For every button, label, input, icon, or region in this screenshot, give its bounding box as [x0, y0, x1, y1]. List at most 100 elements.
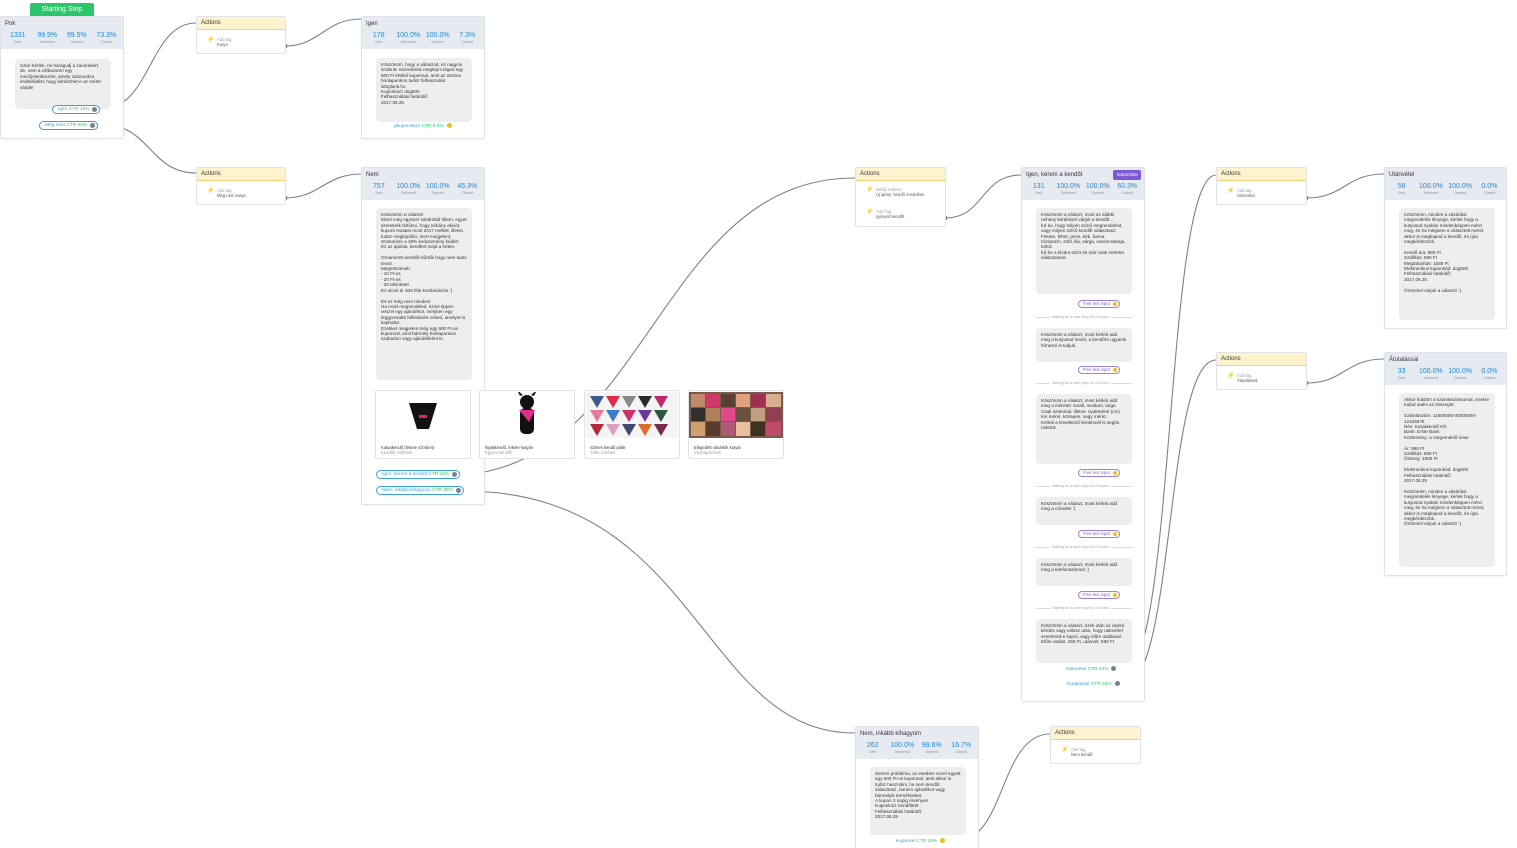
step-title: Átutalással: [1385, 353, 1506, 367]
connection-line: [1305, 358, 1385, 384]
message-bubble: Köszönöm a választ, most kérlek add meg …: [1036, 558, 1132, 586]
lightning-icon: ⚡: [866, 209, 874, 215]
connector-dot: [1112, 302, 1117, 306]
free-text-input-pill[interactable]: Free text input: [1078, 469, 1120, 477]
quick-reply-button-meg-nem[interactable]: Még nem CTR 60%: [39, 121, 99, 130]
quick-reply-button-nem-kihagyom[interactable]: Nem, inkább kihagyom CTR 38%: [376, 486, 464, 495]
stat-clicked: 73.3%: [96, 32, 117, 39]
connector-dot: [1114, 681, 1120, 686]
action-title: Actions: [856, 168, 945, 181]
stat-label: Delivered: [39, 40, 55, 44]
quick-reply-button-igen-kendo[interactable]: Igen, kérem a kendőt CTR 18%: [376, 470, 461, 479]
stat-delivered: 99.9%: [37, 32, 58, 39]
lightning-icon: ⚡: [1227, 373, 1235, 379]
subscriber-tag: Subscriber: [1113, 170, 1141, 180]
connector-dot: [1112, 368, 1117, 372]
connection-line: [462, 490, 856, 734]
wait-label: Waiting for a user reply for 24 hours: [1050, 315, 1111, 319]
quick-reply-button-igen[interactable]: Igen CTR 15%: [52, 105, 101, 114]
action-title: Actions: [1217, 168, 1306, 181]
quick-reply-button-utanvetel[interactable]: Utánvétel CTR 44%: [1066, 666, 1117, 672]
product-image: [376, 391, 470, 439]
action-title: Actions: [1217, 353, 1306, 366]
gallery-caption: Kutyakendő (fekete színben)Kendők, kötöt…: [381, 444, 435, 455]
action-title: Actions: [1051, 727, 1140, 740]
free-text-input-pill[interactable]: Free text input: [1078, 300, 1120, 308]
step-title: Nem, inkább kihagyom: [856, 727, 978, 741]
stat-sent: 1331: [9, 32, 26, 39]
connector-dot: [92, 107, 98, 112]
message-bubble: Semmi probléma, az esetben ezzel együtt …: [870, 767, 966, 835]
product-image: [480, 391, 574, 439]
gallery-card[interactable]: Kutyakendő (fekete színben)Kendők, kötöt…: [375, 390, 471, 459]
lightning-icon: ⚡: [1227, 188, 1235, 194]
connector-dot: [1111, 666, 1117, 671]
message-bubble: Akkor küldöm a számlaszámomat, ezekre tu…: [1399, 393, 1495, 567]
connection-line: [944, 174, 1022, 219]
step-title: Igen: [362, 17, 484, 31]
product-image: [689, 391, 783, 439]
message-bubble: Köszönöm a választ! Mivel még egyszer vá…: [376, 208, 472, 380]
message-bubble: Köszönöm a választ, most kérlek add meg …: [1036, 394, 1132, 464]
connection-line: [284, 173, 362, 199]
wait-label: Waiting for a user reply for 24 hours: [1050, 545, 1111, 549]
free-text-input-pill[interactable]: Free text input: [1078, 530, 1120, 538]
connector-dot: [940, 838, 946, 843]
stat-label: Clicked: [100, 40, 112, 44]
connector-dot: [1112, 471, 1117, 475]
message-bubble: Köszönöm a választ, most kérlek add meg …: [1036, 328, 1132, 362]
connector-dot: [446, 123, 452, 128]
free-text-input-pill[interactable]: Free text input: [1078, 591, 1120, 599]
lightning-icon: ⚡: [207, 188, 215, 194]
message-bubble: Köszönöm, hogy a válaszod, ez nagyon örü…: [376, 58, 472, 122]
url-button-kupon[interactable]: pkuponokon CTR 6.0%: [394, 123, 452, 129]
lightning-icon: ⚡: [1061, 747, 1069, 753]
free-text-input-pill[interactable]: Free text input: [1078, 366, 1120, 374]
connection-line: [1305, 173, 1385, 199]
url-button-kuponok[interactable]: Kuponok CTR 15%: [896, 838, 946, 844]
product-image: [585, 391, 679, 439]
message-bubble: Köszönöm, minden a vásárlási megrendelés…: [1399, 208, 1495, 320]
wait-label: Waiting for a user reply for 24 hours: [1050, 484, 1111, 488]
step-title: Nem: [362, 168, 484, 182]
wait-label: Waiting for a user reply for 24 hours: [1050, 381, 1111, 385]
quick-reply-button-atutalas[interactable]: Átutalással CTR 36%: [1066, 681, 1120, 687]
message-bubble: Köszönöm a választ, most az alábbi néhán…: [1036, 208, 1132, 294]
message-bubble: Köszönöm a választ, most kérlek add meg …: [1036, 497, 1132, 525]
connector-dot: [455, 488, 461, 493]
step-title: Utánvétel: [1385, 168, 1506, 182]
lightning-icon: ⚡: [866, 187, 874, 193]
starting-step-badge: Starting Step: [30, 3, 94, 17]
